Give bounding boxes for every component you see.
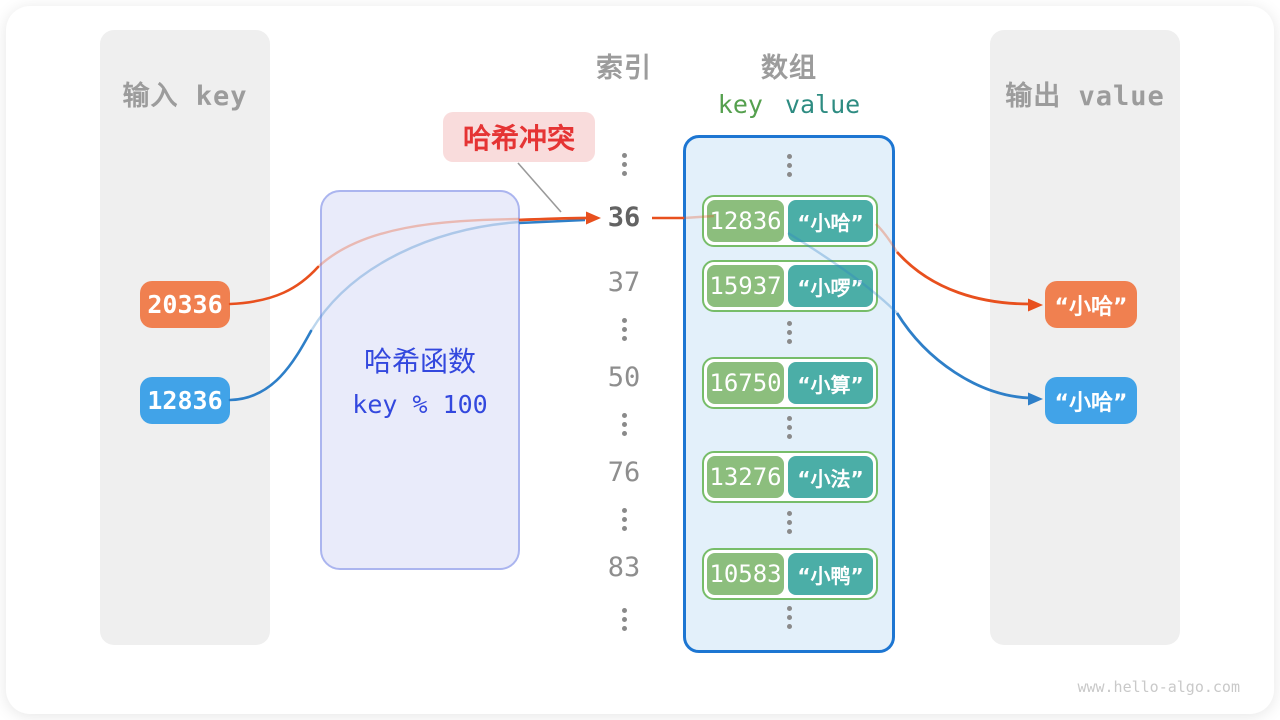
hash-function-formula: key % 100 [352, 390, 488, 419]
pair-value: “小啰” [788, 265, 873, 307]
pair-value: “小鸭” [788, 553, 873, 595]
array-column-title: 数组 [761, 53, 817, 84]
input-key-panel: 输入 key [100, 30, 270, 645]
array-pair-13276: 13276 “小法” [702, 451, 878, 503]
ellipsis-dots [786, 321, 792, 344]
ellipsis-dots [786, 511, 792, 534]
array-pair-15937: 15937 “小啰” [702, 260, 878, 312]
ellipsis-dots [621, 413, 627, 436]
input-key-box-20336: 20336 [140, 281, 230, 328]
array-pair-10583: 10583 “小鸭” [702, 548, 878, 600]
output-panel-title: 输出 value [1005, 81, 1165, 112]
pair-key: 12836 [707, 200, 784, 242]
index-83: 83 [607, 552, 641, 583]
output-value-box-blue: “小哈” [1045, 377, 1137, 424]
index-column-title: 索引 [596, 53, 652, 84]
output-value-box-orange: “小哈” [1045, 281, 1137, 328]
array-pair-16750: 16750 “小算” [702, 357, 878, 409]
index-50: 50 [607, 362, 641, 393]
pair-key: 16750 [707, 362, 784, 404]
output-value-panel: 输出 value [990, 30, 1180, 645]
index-36: 36 [607, 202, 641, 233]
value-header-label: value [784, 90, 861, 119]
collision-label: 哈希冲突 [443, 112, 595, 162]
hash-function-title: 哈希函数 [363, 345, 476, 378]
input-key-box-12836: 12836 [140, 377, 230, 424]
watermark: www.hello-algo.com [1077, 678, 1240, 696]
input-panel-title: 输入 key [122, 81, 248, 112]
pair-key: 15937 [707, 265, 784, 307]
pair-key: 10583 [707, 553, 784, 595]
pair-value: “小算” [788, 362, 873, 404]
pair-key: 13276 [707, 456, 784, 498]
ellipsis-dots [786, 606, 792, 629]
hash-function-box: 哈希函数 key % 100 [320, 190, 520, 570]
ellipsis-dots [786, 154, 792, 177]
key-header-label: key [717, 90, 763, 119]
pair-value: “小法” [788, 456, 873, 498]
array-box: 12836 “小哈” 15937 “小啰” 16750 “小算” 13276 “… [683, 135, 895, 653]
ellipsis-dots [786, 416, 792, 439]
index-37: 37 [607, 267, 641, 298]
array-pair-12836: 12836 “小哈” [702, 195, 878, 247]
pair-value: “小哈” [788, 200, 873, 242]
ellipsis-dots [621, 608, 627, 631]
ellipsis-dots [621, 508, 627, 531]
ellipsis-dots [621, 153, 627, 176]
index-76: 76 [607, 457, 641, 488]
array-key-value-header: key value [683, 90, 895, 119]
ellipsis-dots [621, 318, 627, 341]
